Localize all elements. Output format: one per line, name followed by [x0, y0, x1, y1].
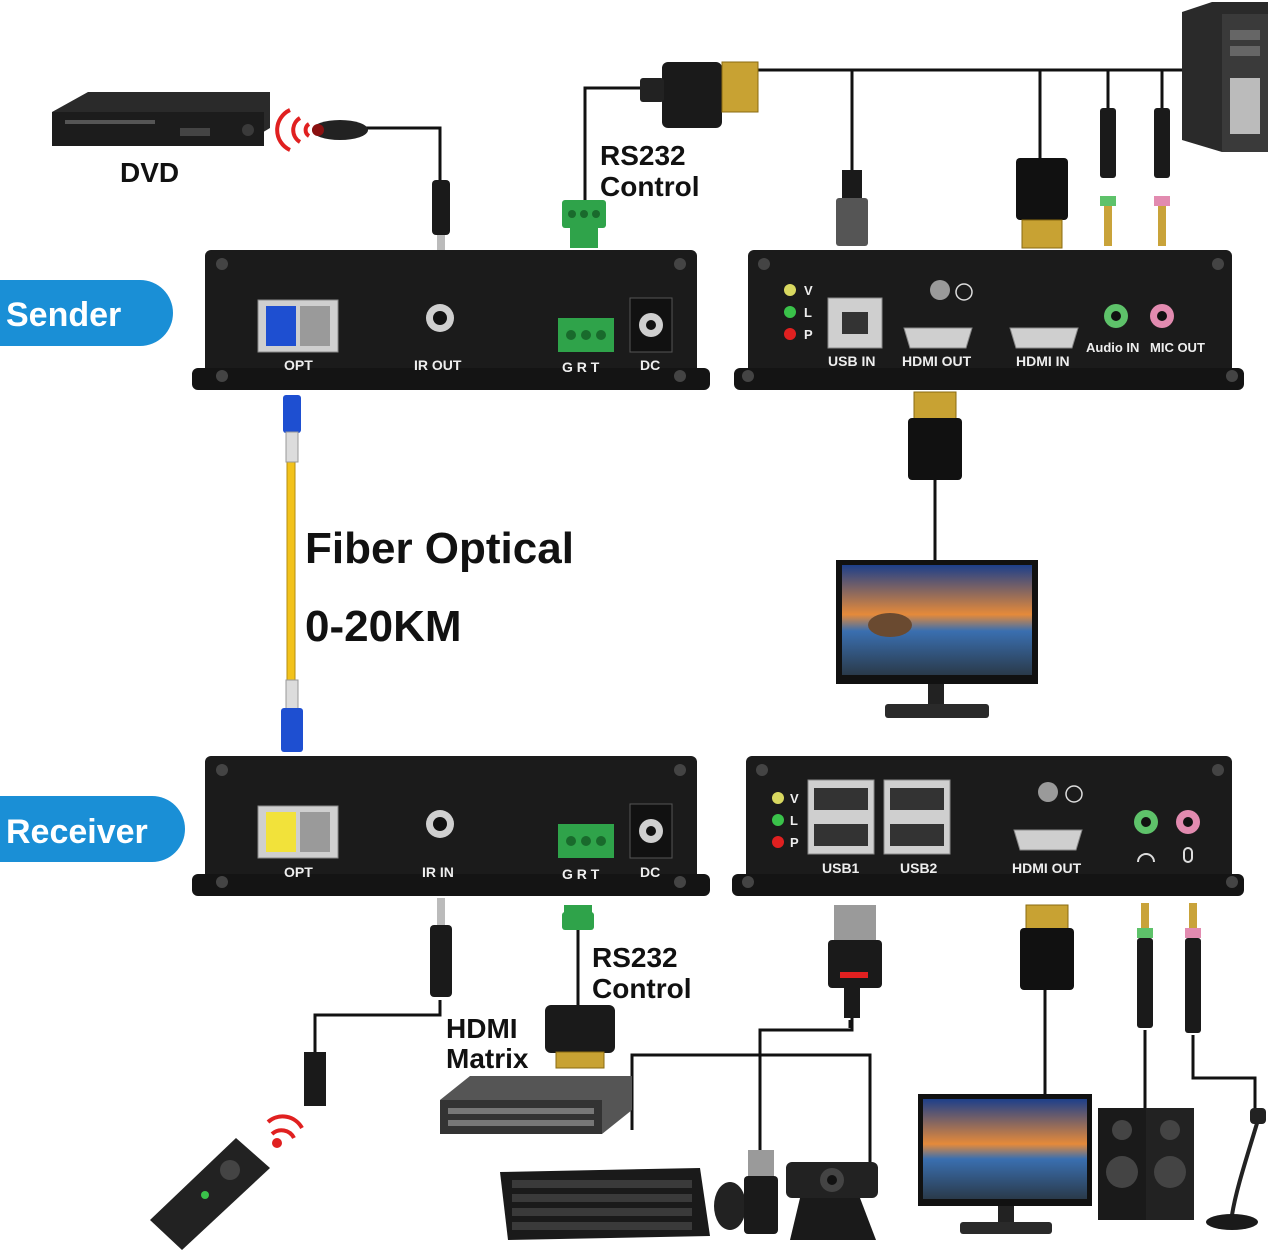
- sender-ir-out-label: IR OUT: [414, 357, 462, 373]
- hdmi-matrix-device: [440, 1076, 632, 1134]
- rx-ground-symbol-icon: [1065, 785, 1083, 803]
- terminal-block-top: [562, 200, 606, 248]
- sender-dc-label: DC: [640, 357, 660, 373]
- usb1-port-icon: [807, 779, 875, 855]
- sfp-port-receiver: [257, 805, 339, 859]
- monitor-top: [836, 560, 1038, 718]
- usb-in-label: USB IN: [828, 353, 875, 369]
- hdmi-in-label: HDMI IN: [1016, 353, 1070, 369]
- rs232-db9-connector-top: [640, 61, 759, 128]
- ir-out-plug: [432, 180, 450, 255]
- hdmi-plug-sender-out: [908, 391, 962, 480]
- hdmi-matrix-line1: HDMI: [446, 1013, 518, 1044]
- mouse-icon: [714, 1182, 746, 1230]
- usb-stick-icon: [744, 1150, 778, 1234]
- receiver-ir-in-label: IR IN: [422, 864, 454, 880]
- remote-control-icon: [150, 1114, 304, 1250]
- rs232-top-line1: RS232: [600, 140, 686, 171]
- hdmi-plug-bottom: [1020, 904, 1074, 990]
- led-p-icon: [784, 328, 796, 340]
- receiver-dc-label: DC: [640, 864, 660, 880]
- headphone-icon: [1137, 853, 1155, 863]
- sender-right-unit: V L P USB IN HDMI OUT HDMI IN Audio IN M…: [734, 250, 1244, 390]
- sender-hdmi-out-label: HDMI OUT: [902, 353, 972, 369]
- dvd-player: [52, 92, 270, 146]
- rx-led-v-icon: [772, 792, 784, 804]
- receiver-badge: Receiver: [0, 796, 185, 862]
- webcam-icon: [786, 1162, 878, 1240]
- receiver-led-v: V: [790, 791, 799, 806]
- hdmi-matrix-line2: Matrix: [446, 1043, 529, 1074]
- sender-badge: Sender: [0, 280, 173, 346]
- rs232-top-line2: Control: [600, 171, 700, 202]
- sender-left-unit: OPT IR OUT G R T DC: [192, 250, 710, 390]
- receiver-left-unit: OPT IR IN G R T DC: [192, 756, 710, 896]
- hdmi-in-port-icon: [1009, 327, 1079, 349]
- led-v-icon: [784, 284, 796, 296]
- svg-text:Receiver: Receiver: [6, 813, 148, 851]
- ground-symbol-icon: [955, 283, 973, 301]
- fiber-optic-cable: [281, 395, 303, 752]
- audio-plug-bottom-pink: [1185, 903, 1201, 1033]
- ir-receiver-icon: [304, 1052, 326, 1106]
- svg-text:Sender: Sender: [6, 296, 121, 334]
- sfp-port: [257, 299, 339, 353]
- terminal-block-bottom: [562, 905, 594, 930]
- rs232-bottom-line2: Control: [592, 973, 692, 1004]
- ground-screw-icon: [930, 280, 950, 300]
- microphone-icon: [1183, 847, 1193, 863]
- rs232-db9-connector-bottom: [545, 1005, 615, 1069]
- receiver-grt-label: G R T: [562, 866, 600, 882]
- sender-grt-label: G R T: [562, 359, 600, 375]
- rx-led-l-icon: [772, 814, 784, 826]
- hdmi-out-port-icon: [903, 327, 973, 349]
- audio-in-label: Audio IN: [1086, 340, 1139, 355]
- hdmi-plug-top: [1016, 158, 1068, 249]
- audio-plug-bottom-green: [1137, 903, 1153, 1028]
- receiver-hdmi-out-label: HDMI OUT: [1012, 860, 1082, 876]
- mic-out-label: MIC OUT: [1150, 340, 1205, 355]
- audio-plug-pink: [1154, 108, 1170, 246]
- led-l-icon: [784, 306, 796, 318]
- ir-in-plug: [430, 898, 452, 997]
- receiver-led-l: L: [790, 813, 798, 828]
- receiver-led-p: P: [790, 835, 799, 850]
- receiver-opt-label: OPT: [284, 864, 313, 880]
- ir-emitter-icon: [275, 108, 368, 152]
- speakers-icon: [1098, 1108, 1194, 1220]
- sender-led-v: V: [804, 283, 813, 298]
- fiber-optical-label: Fiber Optical: [305, 524, 574, 573]
- usb-plug-top: [836, 170, 868, 246]
- dvd-label: DVD: [120, 157, 179, 188]
- sender-led-p: P: [804, 327, 813, 342]
- fiber-distance-label: 0-20KM: [305, 602, 462, 651]
- usb-plug-bottom: [828, 905, 882, 1018]
- rx-ground-screw-icon: [1038, 782, 1058, 802]
- usb2-port-icon: [883, 779, 951, 855]
- sender-opt-label: OPT: [284, 357, 313, 373]
- receiver-right-unit: V L P USB1 USB2 HDMI OUT: [732, 756, 1244, 896]
- keyboard-icon: [500, 1168, 710, 1240]
- monitor-bottom: [918, 1094, 1092, 1234]
- rx-hdmi-out-port-icon: [1013, 829, 1083, 851]
- audio-plug-green: [1100, 108, 1116, 246]
- desk-microphone-icon: [1206, 1108, 1266, 1230]
- usb1-label: USB1: [822, 860, 860, 876]
- rs232-bottom-line1: RS232: [592, 942, 678, 973]
- rx-led-p-icon: [772, 836, 784, 848]
- usb2-label: USB2: [900, 860, 938, 876]
- sender-led-l: L: [804, 305, 812, 320]
- pc-tower-icon: [1182, 2, 1268, 152]
